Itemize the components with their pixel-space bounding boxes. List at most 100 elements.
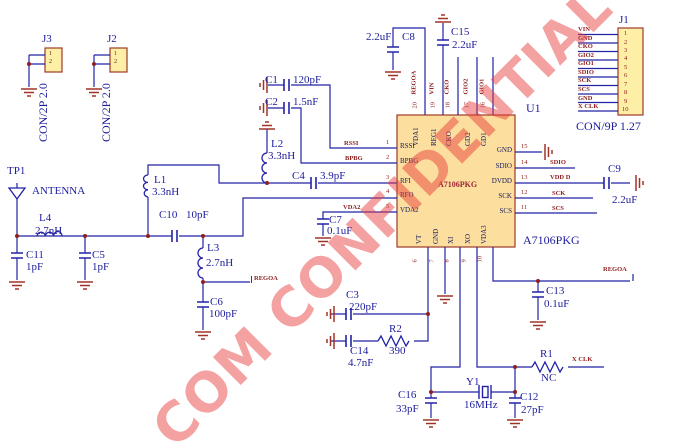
u1-pin-number: 3: [386, 174, 390, 181]
r1-ref: R1: [540, 348, 553, 360]
j1-net: CKO: [578, 43, 593, 50]
j1-net: SCS: [578, 86, 590, 93]
c9-ref: C9: [608, 163, 621, 175]
c10-value: 10pF: [186, 209, 209, 221]
ground-icon: [194, 331, 212, 340]
j1-pin-number: 1: [624, 30, 628, 37]
connector-j1-body: [617, 27, 644, 116]
u1-pin-name: RFO: [400, 191, 414, 199]
j3-pin2: 2: [49, 59, 52, 65]
u1-pin-number: 4: [386, 188, 390, 195]
u1-pin-number: 2: [386, 154, 390, 161]
net-label-regoa-vda3: REGOA: [603, 266, 627, 273]
capacitor-c11-icon: [10, 252, 24, 259]
l4-value: 2.7nH: [35, 225, 63, 237]
u1-pin-number: 20: [411, 102, 419, 109]
j3-pin1: 1: [49, 51, 52, 57]
u1-pin-name: BPBG: [400, 157, 419, 165]
capacitor-c5-icon: [78, 252, 92, 259]
u1-pin-number: 14: [521, 159, 528, 166]
u1-pin-name: SCS: [499, 207, 512, 215]
j1-net: X CLK: [578, 103, 599, 110]
u1-part-label: A7106PKG: [523, 233, 580, 247]
c11-value: 1pF: [26, 261, 44, 273]
crystal-y1-icon: [478, 385, 492, 399]
c1-value: 120pF: [293, 74, 322, 86]
inductor-l2-icon: [261, 152, 268, 184]
j1-ref: J1: [619, 14, 629, 26]
capacitor-c7-icon: [316, 218, 330, 225]
c2-ref: C2: [265, 96, 278, 108]
ground-icon: [20, 88, 38, 97]
r1-value: NC: [541, 372, 557, 384]
net-label-vda2: VDA2: [343, 204, 361, 211]
j1-net: VIN: [578, 26, 590, 33]
y1-ref: Y1: [466, 376, 480, 388]
junction-dots: [15, 62, 540, 394]
capacitor-c10-icon: [171, 229, 178, 243]
c7-value: 0.1uF: [327, 225, 353, 237]
capacitor-c9-icon: [603, 176, 610, 190]
ground-icon: [506, 419, 524, 428]
c10-ref: C10: [159, 209, 178, 221]
c6-value: 100pF: [209, 308, 238, 320]
net-label-regoa-l3: REGOA: [251, 275, 278, 283]
c4-ref: C4: [292, 170, 305, 182]
r2-value: 390: [389, 345, 406, 357]
c14-ref: C14: [350, 345, 369, 357]
ground-icon: [422, 419, 440, 428]
j1-net: GND: [578, 95, 593, 102]
l4-ref: L4: [39, 212, 52, 224]
u1-ref: U1: [526, 101, 541, 115]
c13-ref: C13: [546, 285, 565, 297]
capacitor-c6-icon: [196, 301, 210, 308]
c14-value: 4.7nF: [348, 357, 374, 369]
capacitor-c1-icon: [283, 78, 290, 92]
ground-icon: [544, 143, 553, 161]
u1-pin-number: 15: [521, 143, 528, 150]
antenna-icon: [7, 187, 27, 201]
u1-pin-number: 7: [428, 259, 436, 263]
connector-j3-body: [44, 47, 63, 73]
antenna-label: ANTENNA: [32, 185, 86, 197]
wires: [16, 23, 634, 418]
c15-value: 2.2uF: [452, 39, 478, 51]
u1-pin-name: VDA3: [480, 225, 488, 244]
net-label-xclk: X CLK: [572, 356, 593, 363]
ground-icon: [384, 71, 402, 80]
c3-value: 220pF: [349, 301, 378, 313]
net-label-regoa-top: REGOA: [410, 70, 418, 95]
j2-pin1: 1: [114, 51, 117, 57]
j1-pin-number: 5: [624, 64, 628, 71]
inductor-l3-icon: [197, 247, 204, 279]
c1-ref: C1: [265, 74, 278, 86]
l1-value: 3.3nH: [152, 186, 180, 198]
tp1-ref: TP1: [7, 165, 26, 177]
j1-pin-number: 8: [624, 89, 628, 96]
ground-icon: [436, 295, 454, 304]
u1-pin-name: XI: [447, 236, 455, 244]
j1-net: GIO2: [578, 52, 594, 59]
ground-icon: [434, 14, 452, 23]
j2-type: CON/2P 2.0: [99, 83, 113, 142]
j2-ref: J2: [107, 33, 117, 45]
j3-ref: J3: [42, 33, 52, 45]
net-label-cko: CKO: [443, 79, 451, 95]
u1-pin-number: 12: [521, 189, 528, 196]
j1-net: SDIO: [578, 69, 594, 76]
j3-type: CON/2P 2.0: [36, 83, 50, 142]
c5-value: 1pF: [92, 261, 110, 273]
u1-pin-name: SCK: [498, 192, 512, 200]
c8-ref: C8: [402, 31, 415, 43]
c12-ref: C12: [520, 391, 539, 403]
c8-value: 2.2uF: [366, 31, 392, 43]
u1-pin-name: VT: [415, 234, 423, 244]
resistor-r2-icon: [377, 334, 410, 348]
u1-pin-name: VDA2: [400, 206, 419, 214]
net-label-bpbg: BPBG: [345, 155, 363, 162]
c7-ref: C7: [329, 214, 342, 226]
l3-ref: L3: [207, 242, 220, 254]
c15-ref: C15: [451, 26, 470, 38]
resistor-r1-icon: [531, 360, 564, 374]
